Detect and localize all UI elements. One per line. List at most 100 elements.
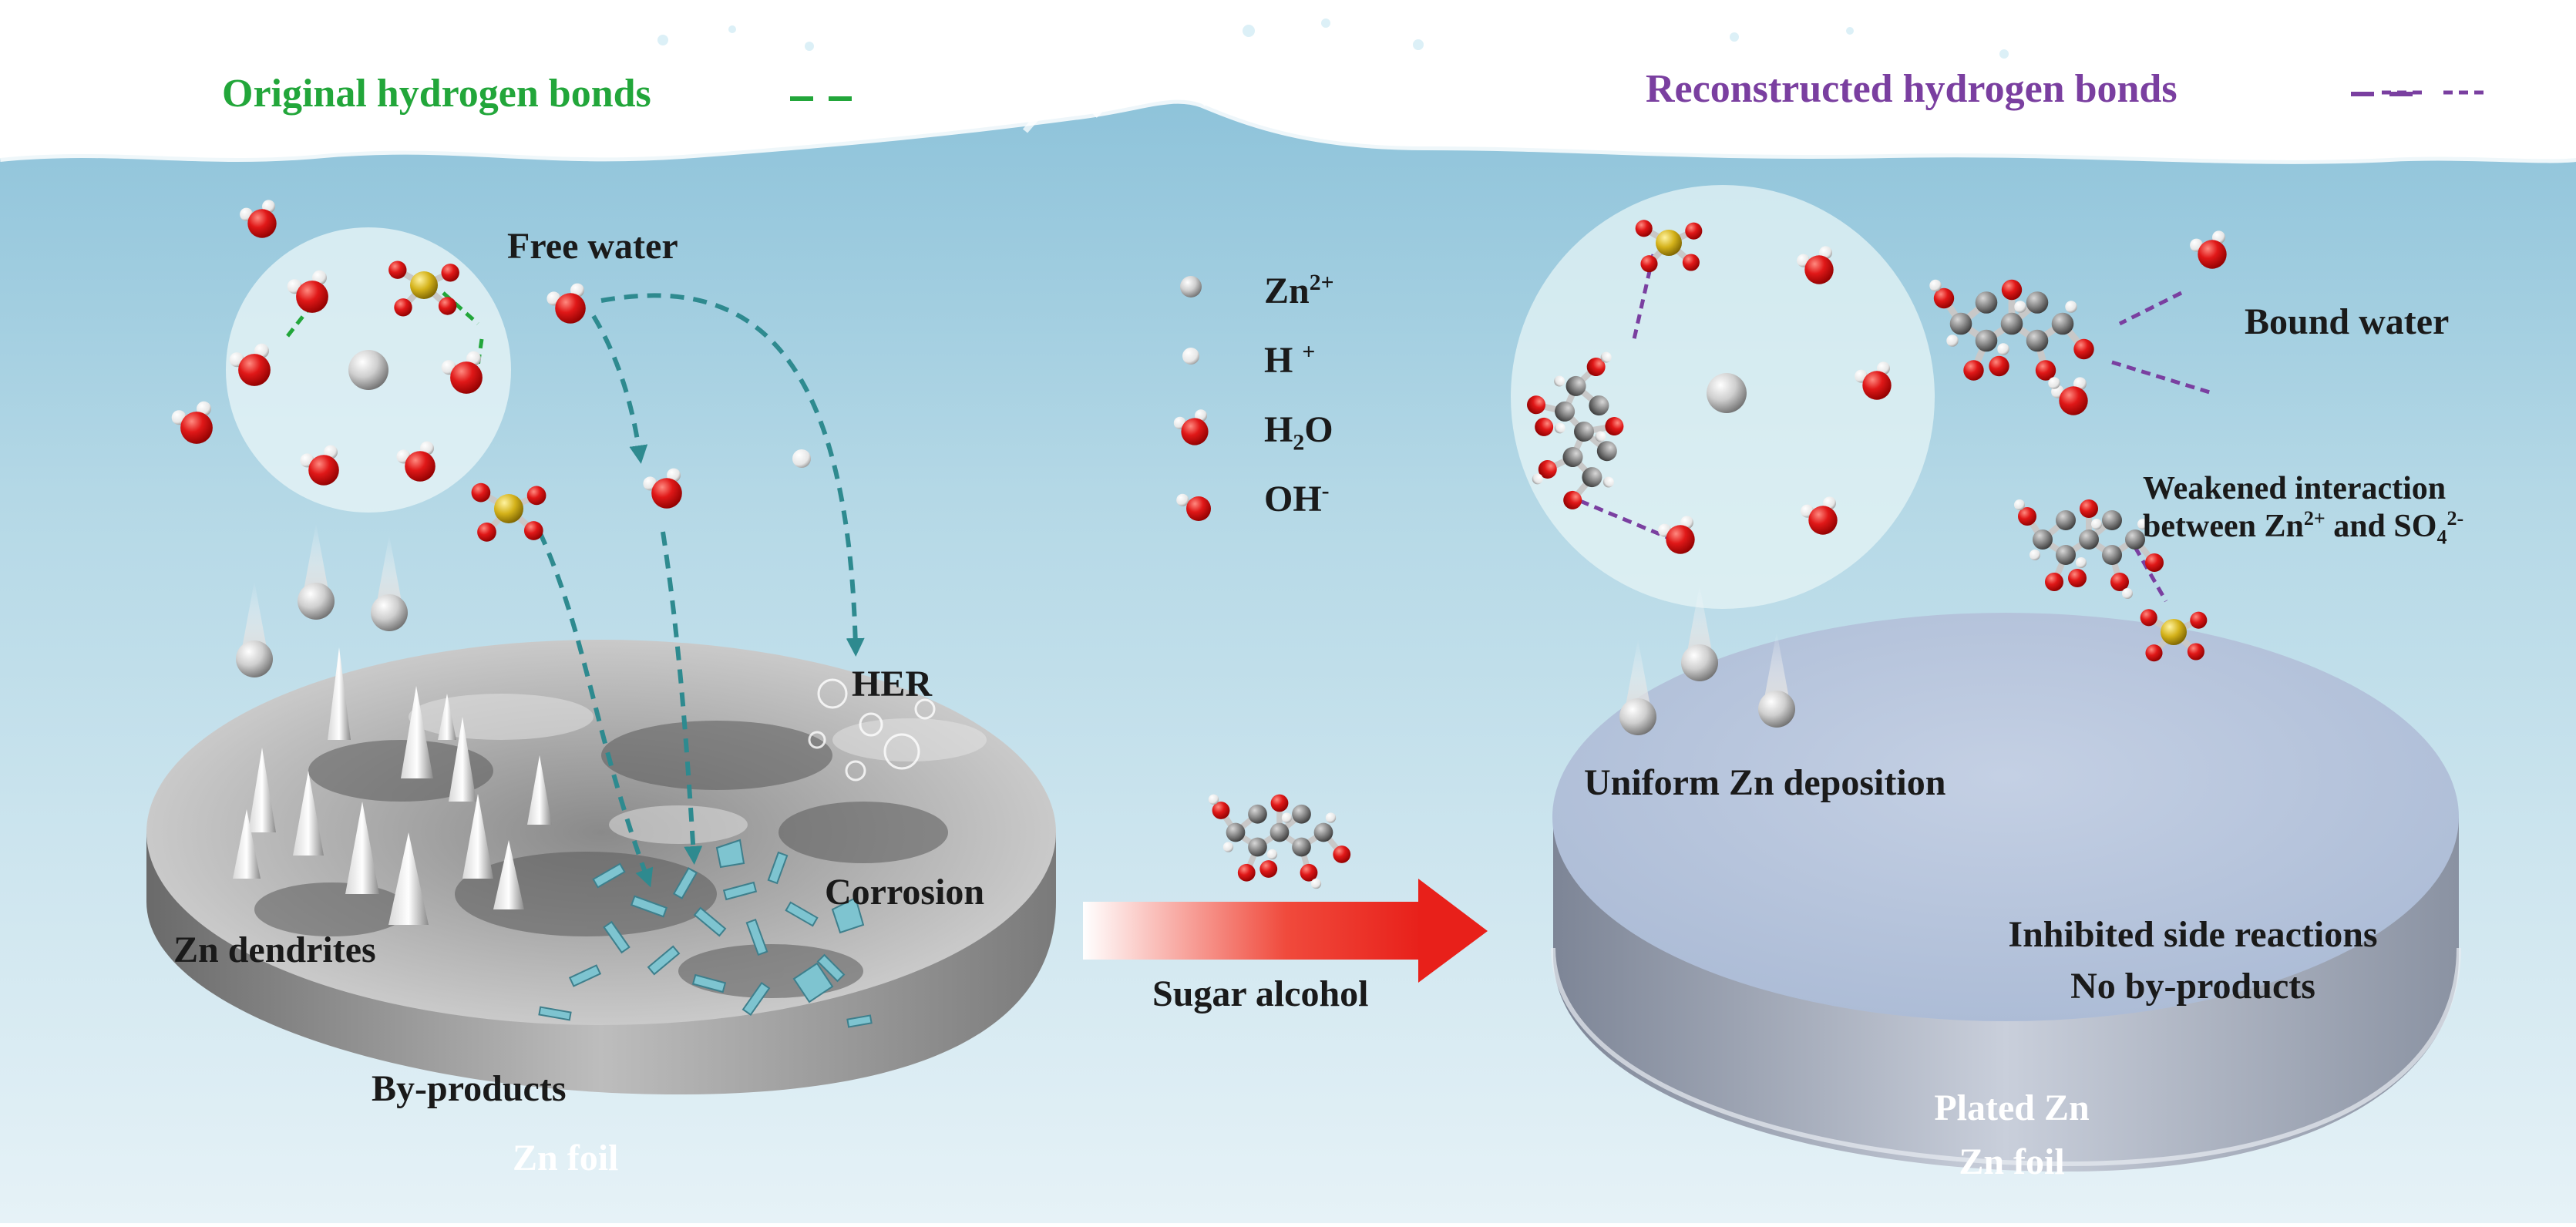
water-molecule-icon: [229, 343, 271, 386]
by-products: [538, 839, 873, 1028]
oxygen-atom: [2140, 609, 2157, 627]
sulfate-ion-icon: [388, 261, 459, 317]
label-uniform-zn-deposition: Uniform Zn deposition: [1584, 762, 1946, 803]
water-surface: [0, 96, 2576, 164]
carbon-atom: [2102, 510, 2122, 530]
zn-atom: [1707, 373, 1747, 413]
zn-ion-icon: [1758, 631, 1795, 728]
oxygen-atom: [2018, 507, 2036, 526]
oxygen-atom: [1181, 418, 1209, 445]
carbon-atom: [2102, 545, 2122, 565]
label-sugar-alcohol: Sugar alcohol: [1152, 973, 1369, 1014]
hydrogen-atom: [2014, 499, 2025, 510]
water-molecule-icon: [171, 401, 213, 444]
water-molecule-icon: [396, 441, 435, 482]
weakened-line-2: between Zn2+ and SO42-: [2143, 507, 2464, 549]
oxygen-atom: [2068, 569, 2087, 587]
water-molecule-icon: [300, 445, 339, 486]
her-bubbles: [808, 678, 936, 782]
zn-ion-icon: [1180, 276, 1202, 298]
hydrogen-atom: [1281, 812, 1293, 823]
oxygen-atom: [1186, 496, 1211, 521]
water-molecule-icon: [1658, 516, 1695, 554]
oxygen-atom: [2073, 338, 2094, 360]
oxygen-atom: [394, 298, 412, 317]
hydrogen-atom: [2137, 519, 2148, 529]
water-molecule-icon: [1855, 361, 1892, 400]
plated-zn-foil: [1551, 613, 2461, 1172]
oxygen-atom: [1538, 459, 1557, 479]
water-molecule-icon: [441, 351, 483, 394]
oxygen-atom: [1963, 360, 1984, 381]
oxygen-atom: [1259, 860, 1278, 878]
sugar-alcohol-molecule: [2014, 499, 2164, 599]
oxygen-atom: [2035, 360, 2056, 381]
oxygen-atom: [1535, 417, 1554, 436]
sulfur-atom: [410, 271, 438, 299]
hydrogen-atom: [1176, 493, 1189, 506]
zn-ion-icon: [1707, 373, 1747, 413]
hydrogen-atom: [1532, 473, 1543, 485]
molecule-layer: [171, 200, 2227, 889]
hydrogen-atom: [2030, 550, 2040, 560]
water-molecule-icon: [2051, 377, 2088, 415]
zn-atom: [1758, 691, 1795, 728]
carbon-atom: [1562, 447, 1583, 468]
label-zn-foil-right: Zn foil: [1959, 1141, 2065, 1182]
hydrogen-atom: [1554, 422, 1565, 434]
oxygen-atom: [1989, 355, 2009, 377]
zn-dendrites: [233, 647, 552, 925]
carbon-atom: [1596, 441, 1617, 462]
oxygen-atom: [450, 361, 483, 394]
zn-atom: [371, 594, 408, 631]
zn-atom: [1681, 644, 1718, 681]
hydrogen-atom: [2076, 557, 2087, 568]
oxygen-atom: [1270, 794, 1289, 812]
label-zn-foil-left: Zn foil: [513, 1138, 619, 1178]
legend: Zn2+ H + H2O OH-: [1156, 262, 1387, 540]
zn-ion-icon: [1619, 639, 1656, 735]
hydrogen-atom: [1310, 878, 1322, 889]
label-bound-water: Bound water: [2245, 301, 2450, 342]
zn-foil-left: [146, 640, 1056, 1094]
zn-atom: [1180, 276, 1202, 298]
oxygen-atom: [526, 486, 546, 506]
oxygen-atom: [2145, 644, 2163, 662]
proton-icon: [1182, 348, 1199, 365]
hydrogen-atom: [2065, 301, 2077, 313]
carbon-atom: [1589, 395, 1609, 416]
oxygen-atom: [2145, 553, 2164, 572]
hydrogen-atom: [1602, 476, 1614, 488]
carbon-atom: [1226, 822, 1246, 842]
oxygen-atom: [2059, 386, 2088, 415]
oxygen-atom: [238, 354, 271, 386]
oxygen-atom: [405, 451, 435, 482]
oxygen-atom: [523, 521, 543, 540]
water-molecule-icon: [240, 200, 277, 238]
carbon-atom: [2026, 291, 2049, 314]
carbon-atom: [2125, 529, 2145, 550]
water-molecule-icon: [1797, 246, 1834, 284]
carbon-atom: [1292, 804, 1311, 824]
label-plated-zn: Plated Zn: [1934, 1087, 2090, 1128]
oxygen-atom: [180, 412, 213, 444]
oxygen-atom: [2110, 573, 2129, 591]
oxygen-atom: [1300, 863, 1318, 882]
carbon-atom: [1248, 837, 1267, 857]
carbon-atom: [1949, 312, 1972, 335]
oxygen-atom: [247, 209, 277, 238]
zn-ion-icon: [1681, 585, 1718, 681]
hydrogen-atom: [2091, 519, 2102, 529]
oxygen-atom: [441, 264, 459, 282]
label-no-by-products: No by-products: [2070, 966, 2315, 1007]
proton-icon: [792, 449, 811, 468]
carbon-atom: [2000, 312, 2023, 335]
flow-arrows: [537, 293, 865, 888]
legend-water: H2O: [1264, 409, 1333, 456]
water-molecule-icon: [1801, 496, 1838, 535]
sulfate-ion-icon: [2140, 609, 2208, 662]
sugar-alcohol-arrow: [1083, 879, 1488, 983]
oxygen-atom: [1804, 255, 1834, 284]
hydrogen-atom: [1600, 351, 1612, 363]
oxygen-atom: [477, 523, 496, 542]
